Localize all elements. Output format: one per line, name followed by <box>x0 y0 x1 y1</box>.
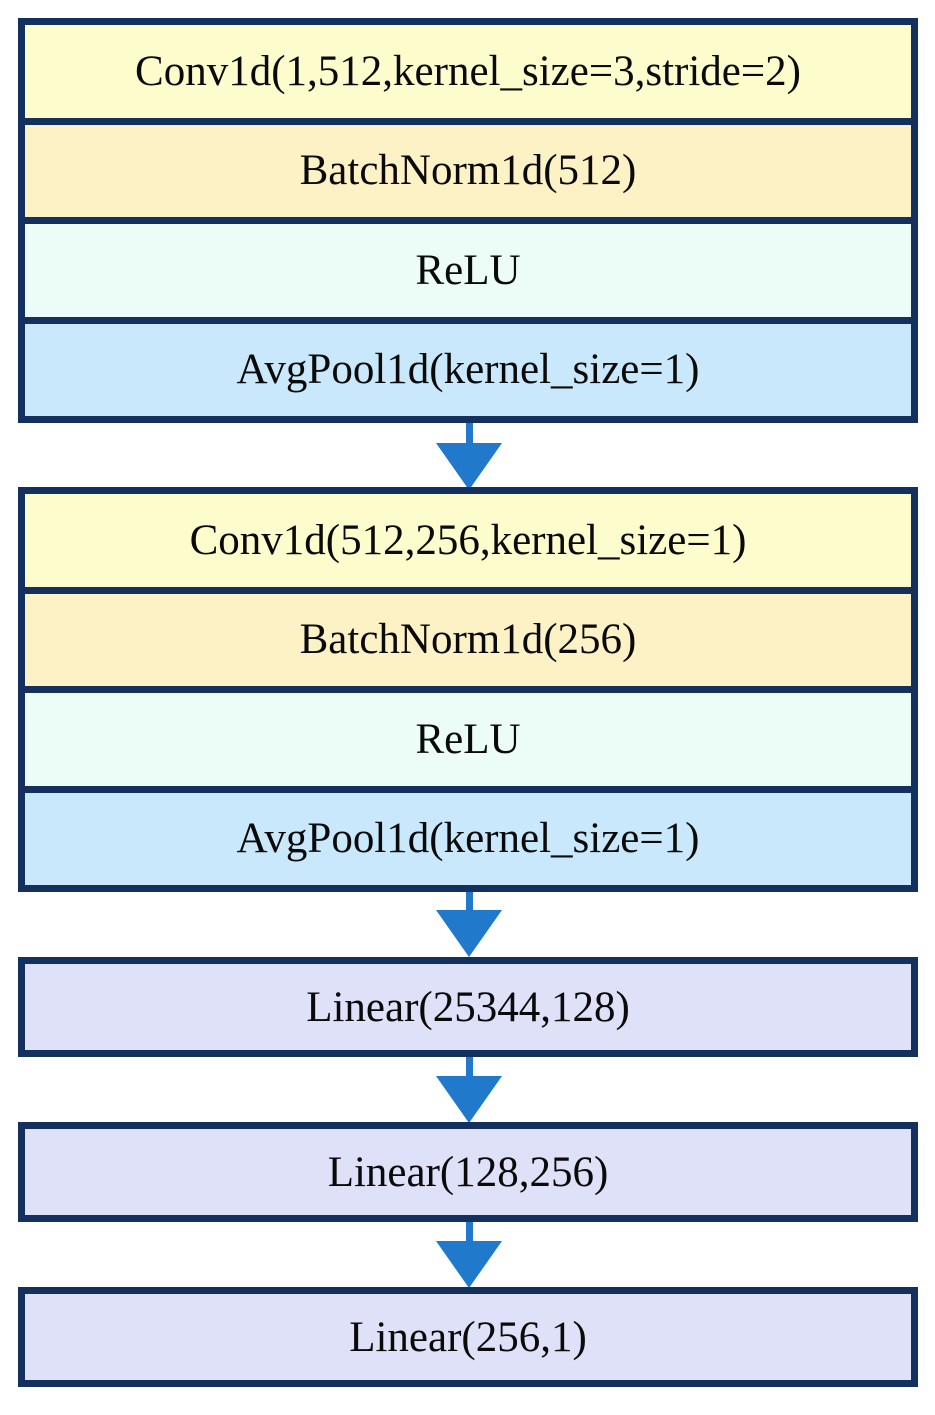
layer-linear-1: Linear(25344,128) <box>25 964 911 1050</box>
arrow-head-icon <box>436 910 502 957</box>
layer-avgpool1d-2: AvgPool1d(kernel_size=1) <box>25 792 911 885</box>
arrow-head-icon <box>436 443 502 490</box>
layer-batchnorm1d-1: BatchNorm1d(512) <box>25 124 911 224</box>
layer-relu-2: ReLU <box>25 693 911 793</box>
layer-relu-1: ReLU <box>25 224 911 324</box>
layer-conv1d-1: Conv1d(1,512,kernel_size=3,stride=2) <box>25 25 911 125</box>
arrow-head-icon <box>436 1076 502 1123</box>
conv-block-1: Conv1d(1,512,kernel_size=3,stride=2) Bat… <box>18 18 918 423</box>
arrow-stem <box>466 423 473 453</box>
layer-conv1d-2: Conv1d(512,256,kernel_size=1) <box>25 494 911 594</box>
layer-batchnorm1d-2: BatchNorm1d(256) <box>25 593 911 693</box>
linear-block-1: Linear(25344,128) <box>18 957 918 1057</box>
layer-avgpool1d-1: AvgPool1d(kernel_size=1) <box>25 323 911 416</box>
arrow-head-icon <box>436 1241 502 1288</box>
layer-linear-2: Linear(128,256) <box>25 1129 911 1215</box>
arrow-stem <box>466 1222 473 1252</box>
arrow-stem <box>466 1057 473 1087</box>
layer-linear-3: Linear(256,1) <box>25 1294 911 1380</box>
conv-block-2: Conv1d(512,256,kernel_size=1) BatchNorm1… <box>18 487 918 892</box>
linear-block-3: Linear(256,1) <box>18 1287 918 1387</box>
linear-block-2: Linear(128,256) <box>18 1122 918 1222</box>
arrow-stem <box>466 892 473 920</box>
